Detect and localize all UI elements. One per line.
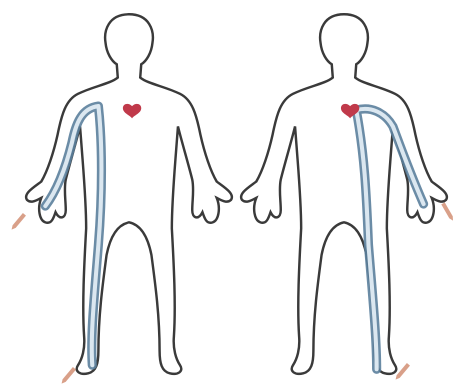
figure-right (241, 14, 447, 374)
foot-injection-icon (60, 367, 76, 385)
arm-injection-icon (10, 213, 26, 231)
arm-injection-icon (441, 202, 454, 221)
figure-left (26, 14, 232, 374)
